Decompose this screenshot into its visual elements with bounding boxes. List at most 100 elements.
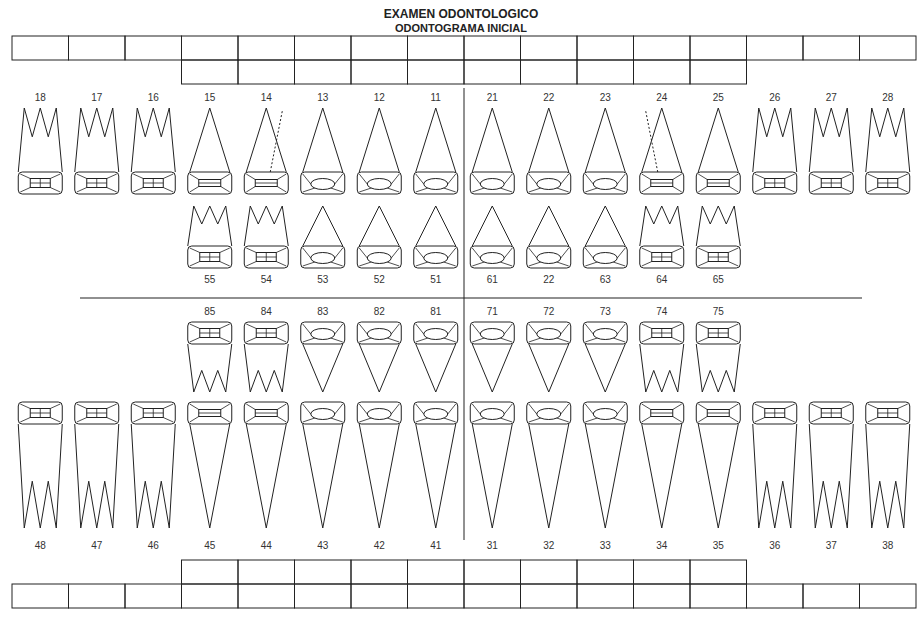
- surface-line: [77, 174, 87, 179]
- record-cell: [690, 584, 747, 608]
- surface-line: [391, 324, 399, 334]
- surface-line: [335, 324, 343, 334]
- surface-line: [557, 262, 569, 266]
- tooth-number: 72: [543, 307, 554, 317]
- tooth-number: 47: [91, 541, 102, 551]
- surface-line: [831, 409, 832, 418]
- occlusal-box: [244, 172, 288, 194]
- tooth-root: [472, 206, 512, 246]
- surface-line: [448, 248, 456, 258]
- surface-line: [387, 418, 399, 422]
- surface-line: [20, 188, 30, 193]
- lower-tooth: [75, 402, 119, 528]
- tooth-number: 74: [656, 307, 667, 317]
- occlusal-box: [696, 402, 740, 424]
- surface-line: [868, 188, 878, 193]
- surface-line: [472, 188, 484, 192]
- record-cell: [690, 60, 747, 84]
- tooth-root: [529, 108, 569, 172]
- occlusal-box: [244, 322, 288, 344]
- surface-line: [642, 174, 651, 180]
- surface-line: [277, 187, 286, 193]
- occlusal-face: [651, 410, 673, 417]
- record-cell: [69, 584, 126, 608]
- record-cell: [860, 36, 917, 60]
- record-cell: [577, 560, 634, 584]
- arch-divider: [80, 297, 862, 298]
- surface-line: [472, 404, 480, 414]
- surface-line: [613, 262, 625, 266]
- tooth-root: [18, 108, 62, 172]
- record-cell: [747, 584, 804, 608]
- surface-line: [416, 338, 428, 342]
- tooth-number: 33: [600, 541, 611, 551]
- record-cell: [860, 584, 917, 608]
- occlusal-box: [301, 172, 345, 194]
- tooth-root: [303, 344, 343, 392]
- record-cell: [464, 36, 521, 60]
- surface-line: [898, 188, 908, 193]
- occlusal-box: [527, 172, 571, 194]
- occlusal-box: [301, 402, 345, 424]
- surface-line: [220, 324, 230, 329]
- surface-line: [841, 174, 851, 179]
- surface-line: [391, 404, 399, 414]
- record-cell: [634, 560, 691, 584]
- record-cell: [238, 36, 295, 60]
- surface-line: [898, 174, 908, 179]
- lower-tooth: [131, 402, 175, 528]
- upper-primary-tooth: [583, 206, 627, 268]
- occlusal-box: [188, 322, 232, 344]
- surface-line: [416, 324, 424, 334]
- surface-line: [303, 188, 315, 192]
- tooth-root: [585, 344, 625, 392]
- record-cell: [295, 560, 352, 584]
- record-cell: [238, 560, 295, 584]
- record-cell: [125, 584, 182, 608]
- record-cell: [12, 36, 69, 60]
- occlusal-box: [131, 172, 175, 194]
- occlusal-box: [696, 246, 740, 268]
- surface-line: [585, 404, 593, 414]
- occlusal-face: [87, 179, 107, 188]
- surface-line: [785, 404, 795, 409]
- surface-line: [190, 174, 199, 180]
- tooth-root: [640, 206, 684, 246]
- tooth-number: 31: [487, 541, 498, 551]
- tooth-root: [131, 108, 175, 172]
- surface-line: [303, 248, 311, 258]
- lower-tooth: [414, 402, 458, 528]
- surface-line: [673, 187, 682, 193]
- surface-line: [255, 183, 277, 184]
- surface-line: [133, 174, 143, 179]
- surface-line: [50, 404, 60, 409]
- occlusal-face: [652, 253, 672, 262]
- surface-line: [617, 248, 625, 258]
- chart-title: EXAMEN ODONTOLOGICO: [384, 8, 538, 20]
- surface-line: [220, 248, 230, 253]
- surface-line: [77, 188, 87, 193]
- tooth-number: 22: [543, 93, 554, 103]
- surface-line: [585, 248, 593, 258]
- surface-line: [529, 188, 541, 192]
- surface-line: [163, 174, 173, 179]
- surface-line: [359, 188, 371, 192]
- midline: [464, 88, 465, 540]
- record-cell: [521, 584, 578, 608]
- surface-line: [613, 188, 625, 192]
- occlusal-box: [640, 402, 684, 424]
- surface-line: [898, 404, 908, 409]
- surface-line: [613, 338, 625, 342]
- surface-line: [755, 418, 765, 423]
- occlusal-face: [707, 410, 729, 417]
- surface-line: [557, 418, 569, 422]
- surface-line: [153, 179, 154, 188]
- lower-tooth: [357, 402, 401, 528]
- occlusal-box: [470, 402, 514, 424]
- tooth-root: [190, 424, 230, 528]
- surface-line: [613, 418, 625, 422]
- surface-line: [561, 248, 569, 258]
- tooth-number: 53: [317, 275, 328, 285]
- record-cell: [521, 560, 578, 584]
- surface-line: [887, 409, 888, 418]
